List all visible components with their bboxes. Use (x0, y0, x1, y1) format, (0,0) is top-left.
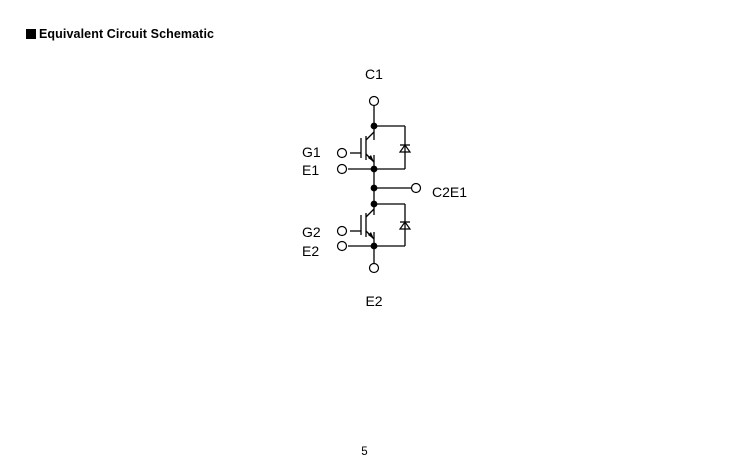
junction-dot (370, 242, 378, 250)
terminal-g1 (336, 147, 348, 159)
terminal-c1 (368, 95, 380, 107)
junction-dot (370, 184, 378, 192)
freewheel-diode-lower (374, 203, 412, 247)
igbt-upper (350, 131, 375, 163)
terminal-e2-main (368, 262, 380, 274)
page-number: 5 (361, 446, 368, 458)
terminal-g2 (336, 225, 348, 237)
terminal-c2e1 (410, 182, 422, 194)
label-e2-main: E2 (365, 293, 382, 309)
junction-dot (370, 200, 378, 208)
label-g2: G2 (302, 224, 321, 240)
section-heading: Equivalent Circuit Schematic (26, 27, 214, 41)
label-g1: G1 (302, 144, 321, 160)
heading-bullet-square (26, 29, 36, 39)
label-e2-aux: E2 (302, 243, 319, 259)
terminal-e1 (336, 163, 348, 175)
terminal-e2-aux (336, 240, 348, 252)
freewheel-diode-upper (374, 125, 412, 170)
label-c1: C1 (365, 66, 383, 82)
section-title: Equivalent Circuit Schematic (39, 27, 215, 41)
junction-dot (370, 122, 378, 130)
igbt-lower (350, 208, 375, 240)
label-e1: E1 (302, 162, 319, 178)
junction-dot (370, 165, 378, 173)
label-c2e1: C2E1 (432, 184, 467, 200)
